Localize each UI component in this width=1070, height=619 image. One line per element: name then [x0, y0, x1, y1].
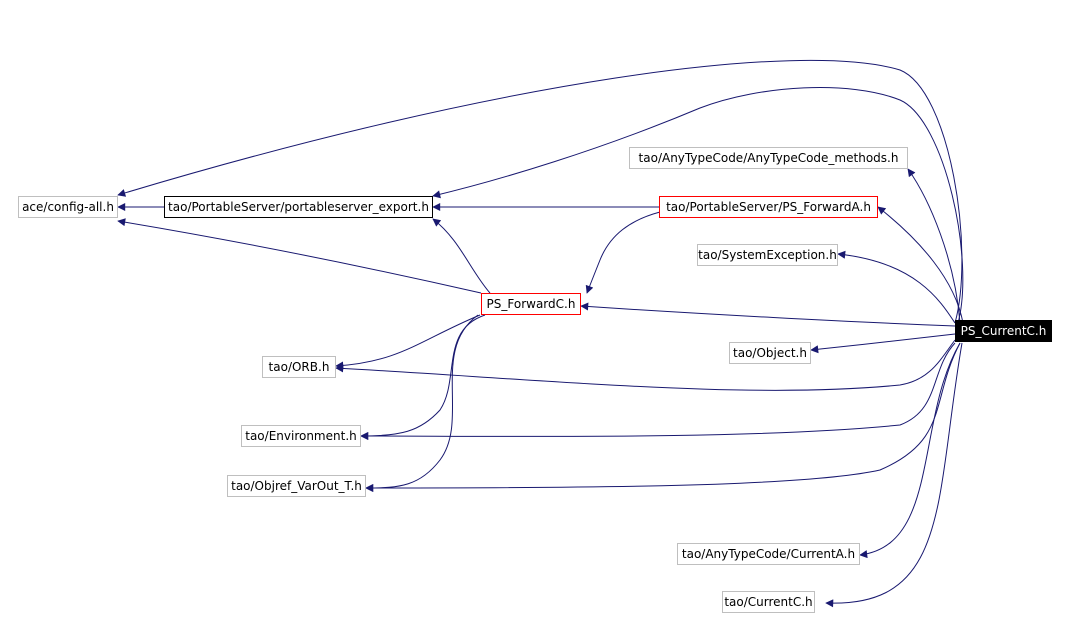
edge-root-to-anytypecode-methods [907, 168, 961, 324]
edge-root-to-portableserver-export [432, 87, 964, 324]
edge-root-to-system-exception [837, 250, 956, 324]
node-object-h[interactable]: tao/Object.h [729, 342, 811, 364]
node-currentc-h[interactable]: tao/CurrentC.h [722, 591, 815, 613]
node-environment-h[interactable]: tao/Environment.h [241, 425, 361, 447]
edge-root-to-environment [360, 342, 956, 441]
edge-ps-forward-c-to-environment [360, 314, 486, 440]
edge-root-to-config-all [117, 59, 963, 324]
edge-root-to-current-c [825, 342, 963, 608]
node-portableserver-export-h[interactable]: tao/PortableServer/portableserver_export… [164, 196, 433, 218]
edge-root-to-ps-forward-a [877, 206, 964, 324]
edge-root-to-orb [335, 339, 956, 391]
edge-ps-forward-c-to-orb [335, 314, 481, 370]
node-ps-currentc-h[interactable]: PS_CurrentC.h [955, 320, 1052, 342]
edge-ps-forward-a-to-ps-forward-c [585, 211, 661, 294]
edge-root-to-current-a [859, 342, 961, 559]
node-ace-config-all-h[interactable]: ace/config-all.h [18, 196, 118, 218]
node-currenta-h[interactable]: tao/AnyTypeCode/CurrentA.h [677, 543, 860, 565]
node-ps-forwardc-h[interactable]: PS_ForwardC.h [481, 293, 581, 315]
edge-root-to-objref-varout [365, 342, 961, 492]
edge-root-to-object [810, 333, 956, 354]
node-anytypecode-methods-h[interactable]: tao/AnyTypeCode/AnyTypeCode_methods.h [629, 147, 908, 169]
edge-ps-forward-c-to-objref-varout [365, 314, 479, 492]
edge-root-to-ps-forward-c [580, 302, 956, 327]
node-objref-varout-t-h[interactable]: tao/Objref_VarOut_T.h [227, 475, 366, 497]
edge-ps-forward-c-to-portableserver-export [432, 218, 491, 294]
node-orb-h[interactable]: tao/ORB.h [262, 356, 336, 378]
node-ps-forwarda-h[interactable]: tao/PortableServer/PS_ForwardA.h [659, 196, 878, 218]
edge-ps-forward-c-to-config-all [117, 218, 482, 294]
node-systemexception-h[interactable]: tao/SystemException.h [697, 244, 838, 266]
